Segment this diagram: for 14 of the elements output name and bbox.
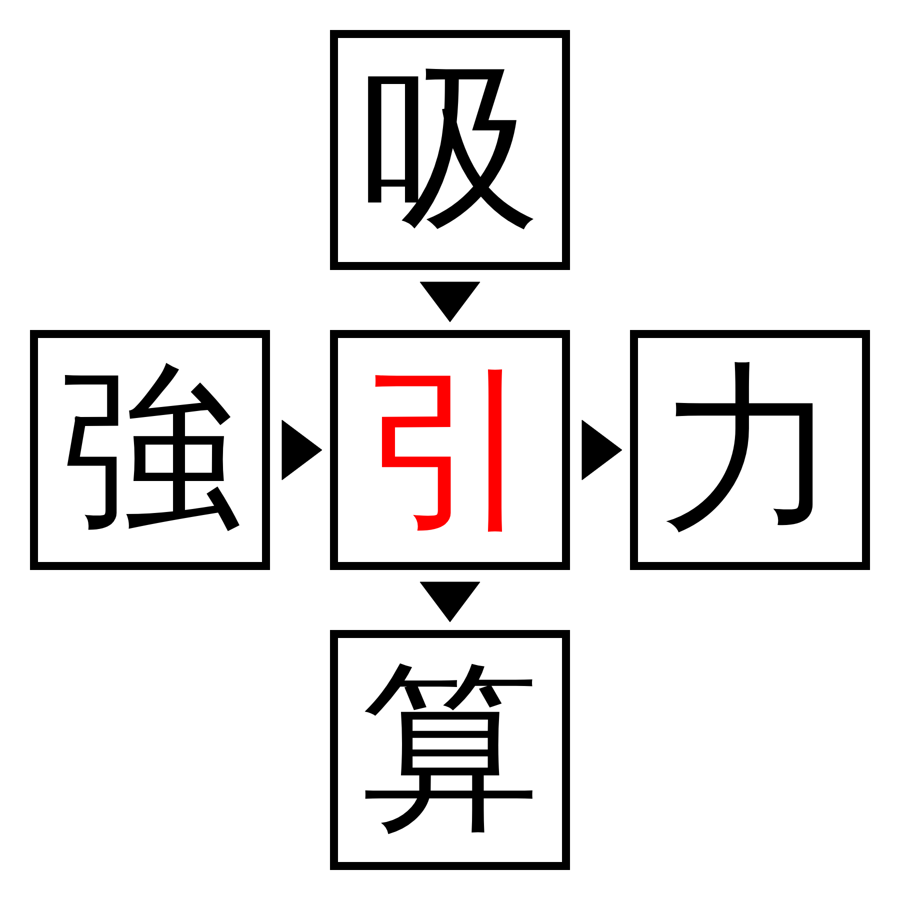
character-box [630,330,870,570]
kanji-character: 算 [360,660,540,840]
character-box [330,630,570,870]
arrow [582,420,622,480]
kanji-character: 強 [60,360,240,540]
character-box [330,330,570,570]
arrow [282,420,322,480]
kanji-character: 力 [660,360,840,540]
kanji-character: 引 [360,360,540,540]
kanji-character: 吸 [360,60,540,240]
arrow [420,582,480,622]
character-box [30,330,270,570]
arrow [420,282,480,322]
character-box [330,30,570,270]
